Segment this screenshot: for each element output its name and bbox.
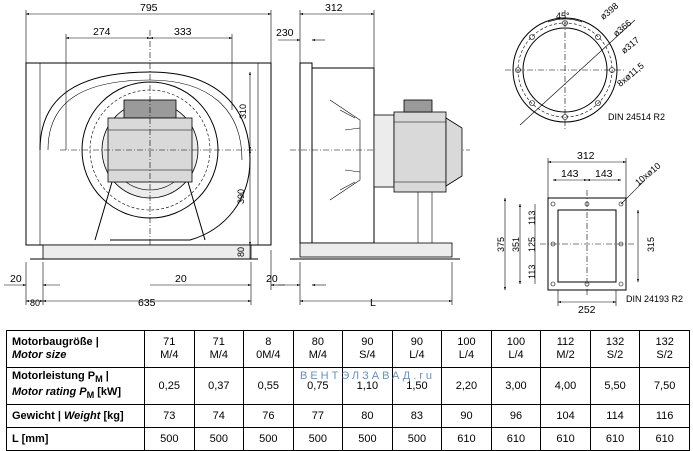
square-flange: 312 143 143 10xø10 375 351 113 125 113 3… bbox=[496, 150, 683, 316]
cell-length: 500 bbox=[243, 427, 294, 451]
dim-outlet-width: 312 bbox=[325, 2, 343, 14]
sq-h-inner: 351 bbox=[511, 237, 521, 252]
sq-h-top: 113 bbox=[527, 211, 537, 225]
cell-weight: 116 bbox=[639, 404, 690, 428]
flange-angle: 45° bbox=[556, 11, 570, 21]
flange-d3: ø317 bbox=[619, 35, 641, 56]
flange-d1: ø398 bbox=[598, 1, 620, 22]
table-row-motor-rating: Motorleistung PM | Motor rating PM [kW] … bbox=[6, 367, 690, 405]
cell-motor-rating: 3,00 bbox=[490, 367, 542, 405]
cell-motor-rating: 1,10 bbox=[342, 367, 393, 405]
cell-weight: 90 bbox=[441, 404, 492, 428]
cell-length: 500 bbox=[391, 427, 443, 451]
sq-h-total: 375 bbox=[496, 237, 506, 252]
cell-weight: 104 bbox=[540, 404, 591, 428]
cell-motor-rating: 0,25 bbox=[144, 367, 195, 405]
sq-bottom-width: 252 bbox=[578, 304, 596, 316]
watermark: ВЕНТЭЛЗАВАД.ru bbox=[300, 370, 436, 382]
row-label-length: L [mm] bbox=[6, 427, 145, 451]
cell-length: 500 bbox=[193, 427, 245, 451]
dim-base-offset-right: 20 bbox=[175, 273, 187, 285]
dim-foot-span: 635 bbox=[138, 297, 156, 309]
cell-length: 610 bbox=[589, 427, 641, 451]
cell-weight: 96 bbox=[490, 404, 542, 428]
dim-base-offset-left: 20 bbox=[10, 273, 22, 285]
flange-d2: ø366 bbox=[611, 18, 633, 39]
sq-h-mid: 125 bbox=[527, 237, 537, 252]
flange-round-standard: DIN 24514 R2 bbox=[608, 112, 665, 122]
row-label-motor-size: Motorbaugröße | Motor size bbox=[6, 330, 145, 368]
dim-upper-height: 310 bbox=[238, 104, 248, 119]
dim-overall-width: 795 bbox=[140, 2, 158, 14]
dim-lower-height: 390 bbox=[236, 189, 246, 204]
cell-length: 610 bbox=[639, 427, 690, 451]
cell-motor-rating: 0,37 bbox=[193, 367, 245, 405]
row-label-motor-rating: Motorleistung PM | Motor rating PM [kW] bbox=[6, 367, 145, 405]
front-view: 795 274 333 310 390 80 20 20 80 635 bbox=[4, 2, 285, 309]
sq-holes: 10xø10 bbox=[633, 161, 662, 188]
dim-base-height: 80 bbox=[236, 247, 246, 257]
dim-inlet-offset: 230 bbox=[276, 27, 294, 39]
dim-side-base-offset: 20 bbox=[266, 273, 278, 285]
flange-square-standard: DIN 24193 R2 bbox=[626, 294, 683, 304]
dim-length: L bbox=[370, 297, 376, 309]
base-frame bbox=[42, 244, 252, 260]
cell-weight: 114 bbox=[589, 404, 641, 428]
cell-length: 610 bbox=[490, 427, 542, 451]
cell-motor-rating: 0,55 bbox=[243, 367, 294, 405]
dim-inlet-right: 333 bbox=[174, 26, 192, 38]
cell-length: 500 bbox=[342, 427, 393, 451]
cell-length: 500 bbox=[144, 427, 195, 451]
row-label-weight: Gewicht | Weight [kg] bbox=[6, 404, 145, 428]
flange-holes: 8xø11,5 bbox=[615, 60, 646, 88]
cell-length: 610 bbox=[540, 427, 591, 451]
cell-motor-rating: 0,75 bbox=[292, 367, 344, 405]
cell-motor-rating: 5,50 bbox=[589, 367, 641, 405]
cell-weight: 80 bbox=[342, 404, 393, 428]
side-base bbox=[299, 242, 453, 258]
side-view: 312 230 20 L bbox=[266, 2, 470, 309]
cell-motor-rating: 7,50 bbox=[639, 367, 690, 405]
table-row-length: L [mm] 500 500 500 500 500 500 610 610 6… bbox=[6, 427, 690, 451]
side-housing bbox=[311, 67, 375, 244]
cell-length: 610 bbox=[441, 427, 492, 451]
round-flange: 45° ø398 ø366 ø317 8xø11,5 DIN 24514 R2 bbox=[505, 1, 665, 130]
sq-half-left: 143 bbox=[561, 168, 579, 180]
sq-outer-width: 312 bbox=[577, 150, 595, 162]
technical-drawing: 795 274 333 310 390 80 20 20 80 635 bbox=[4, 1, 683, 316]
sq-half-right: 143 bbox=[595, 168, 613, 180]
sq-h-bottom: 113 bbox=[527, 265, 537, 279]
dim-foot-offset: 80 bbox=[30, 298, 40, 308]
cell-motor-rating: 4,00 bbox=[540, 367, 591, 405]
cell-weight: 77 bbox=[292, 404, 344, 428]
motor-body-side bbox=[393, 111, 447, 193]
cell-length: 500 bbox=[292, 427, 344, 451]
cell-weight: 76 bbox=[243, 404, 294, 428]
cell-weight: 73 bbox=[144, 404, 195, 428]
cell-motor-rating: 2,20 bbox=[441, 367, 492, 405]
dim-inlet-left: 274 bbox=[93, 26, 111, 38]
cell-motor-rating: 1,50 bbox=[391, 367, 443, 405]
sq-h-right: 315 bbox=[646, 237, 656, 252]
table-row-weight: Gewicht | Weight [kg] 73 74 76 77 80 83 … bbox=[6, 404, 690, 428]
volute-scroll bbox=[39, 71, 251, 241]
cell-weight: 74 bbox=[193, 404, 245, 428]
cell-weight: 83 bbox=[391, 404, 443, 428]
